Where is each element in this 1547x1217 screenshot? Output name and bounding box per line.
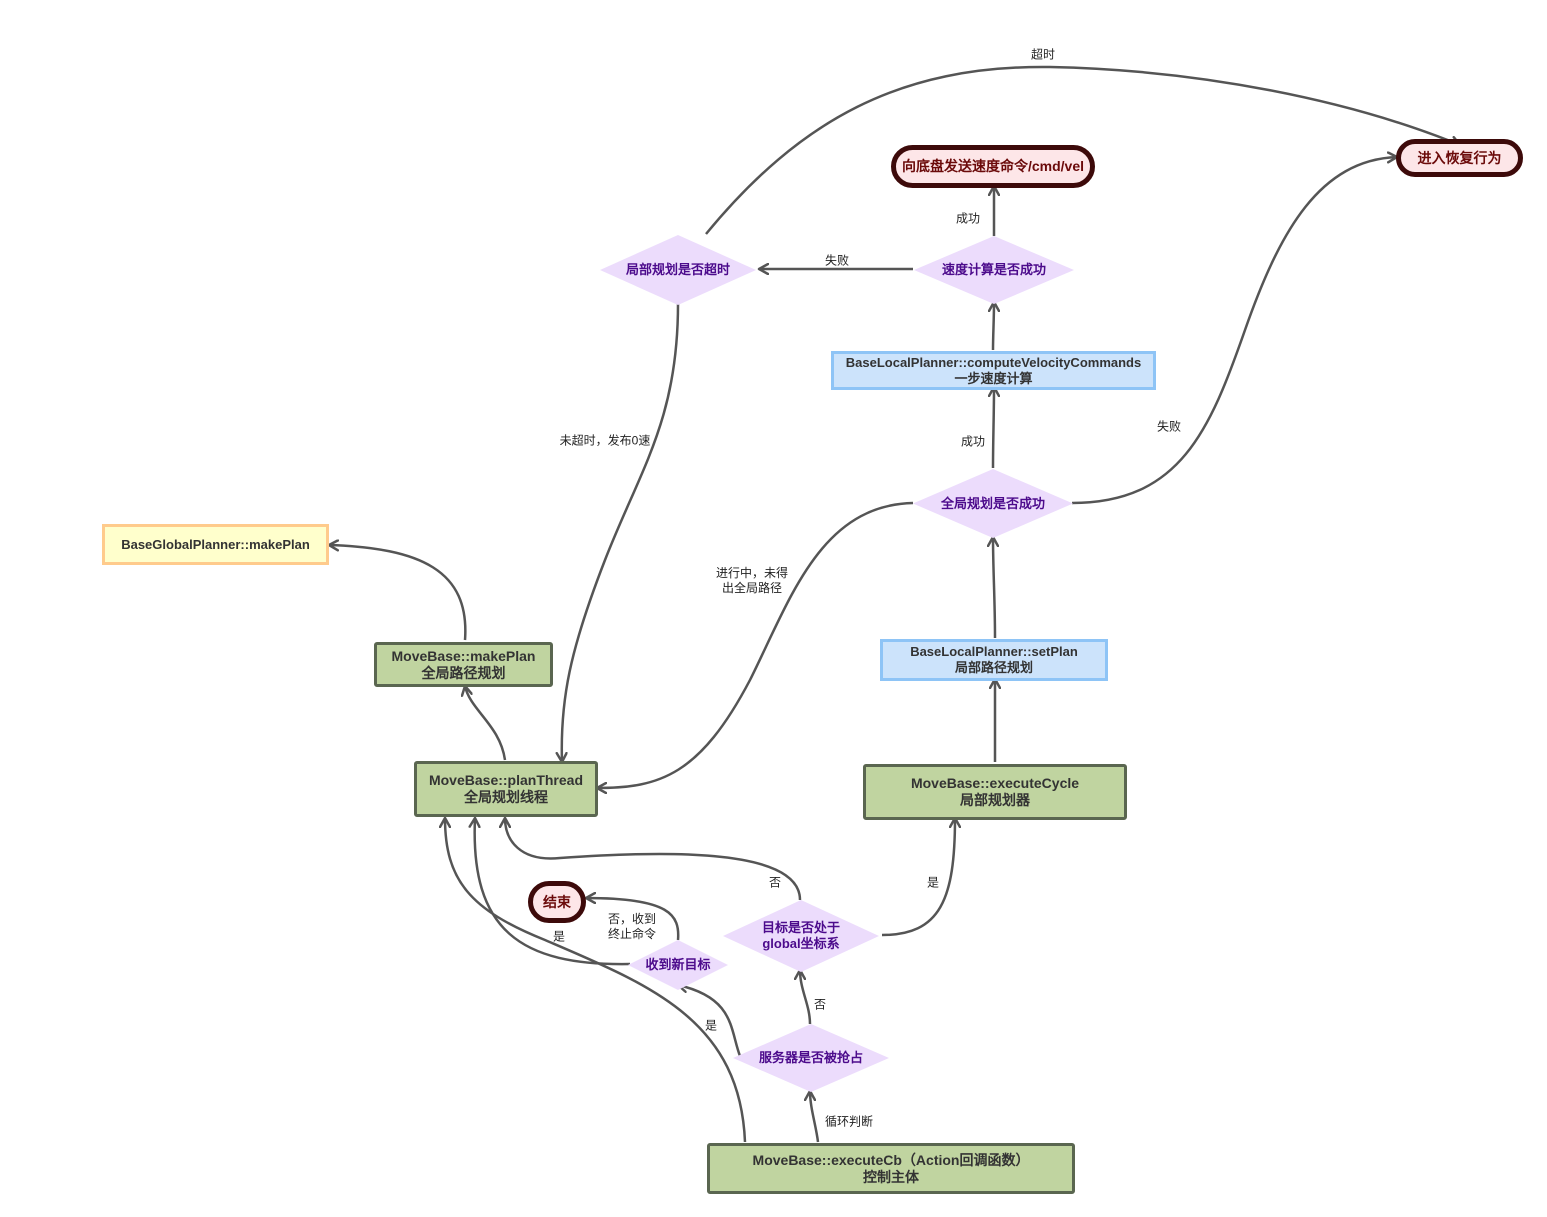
diamond-shape xyxy=(600,235,756,305)
edge-preempted-to-frame-check xyxy=(800,970,812,1025)
edge-label-new-goal-yes: 是 xyxy=(552,929,566,944)
edge-executecb-to-preempted xyxy=(810,1091,820,1143)
edge-new-goal-to-planthread xyxy=(475,818,631,966)
decision-server-preempted-label: 服务器是否被抢占 xyxy=(758,1050,863,1065)
edge-frame-check-to-planthread xyxy=(505,818,802,901)
set-plan-title: BaseLocalPlanner::setPlan xyxy=(910,644,1078,659)
execute-cb-node[interactable]: MoveBase::executeCb（Action回调函数） 控制主体 xyxy=(707,1143,1075,1194)
set-plan-subtitle: 局部路径规划 xyxy=(954,660,1033,675)
global-planner-node[interactable]: BaseGlobalPlanner::makePlan xyxy=(102,524,329,565)
end-node[interactable]: 结束 xyxy=(528,881,586,923)
global-planner-title: BaseGlobalPlanner::makePlan xyxy=(121,537,310,552)
diamond-shape xyxy=(733,1024,889,1092)
edge-setplan-to-global-success xyxy=(993,537,995,639)
decision-global-plan-success[interactable]: 全局规划是否成功 xyxy=(913,469,1073,538)
compute-velocity-node[interactable]: BaseLocalPlanner::computeVelocityCommand… xyxy=(831,351,1156,390)
edge-executecb-to-planthread xyxy=(445,818,747,1143)
edge-label-global-success: 成功 xyxy=(960,434,986,449)
recovery-label: 进入恢复行为 xyxy=(1417,149,1502,166)
edge-label-velocity-success: 成功 xyxy=(955,211,981,226)
set-plan-node[interactable]: BaseLocalPlanner::setPlan 局部路径规划 xyxy=(880,639,1108,681)
edge-new-goal-to-end xyxy=(586,898,680,941)
compute-velocity-title: BaseLocalPlanner::computeVelocityCommand… xyxy=(845,354,1142,370)
plan-thread-title: MoveBase::planThread xyxy=(428,772,584,788)
send-cmd-vel-label: 向底盘发送速度命令/cmd/vel xyxy=(901,158,1085,174)
edge-global-success-inprogress-to-planthread xyxy=(597,501,914,788)
decision-local-plan-timeout[interactable]: 局部规划是否超时 xyxy=(600,235,756,305)
edge-label-timeout: 超时 xyxy=(1030,47,1056,62)
edge-label-global-fail: 失败 xyxy=(1156,419,1182,434)
edge-label-new-goal-stop-line1: 否，收到 xyxy=(607,912,657,926)
make-plan-node[interactable]: MoveBase::makePlan 全局路径规划 xyxy=(374,642,553,687)
execute-cycle-subtitle: 局部规划器 xyxy=(960,792,1030,808)
decision-goal-global-frame[interactable]: 目标是否处于 global坐标系 xyxy=(723,900,879,972)
execute-cycle-title: MoveBase::executeCycle xyxy=(910,775,1080,791)
edge-label-frame-yes: 是 xyxy=(926,875,940,890)
edge-label-plan-in-progress: 进行中，未得 出全局路径 xyxy=(716,566,788,596)
edge-label-preempted-no: 否 xyxy=(813,997,827,1012)
edge-label-new-goal-stop: 否，收到 终止命令 xyxy=(608,912,656,942)
send-cmd-vel-node[interactable]: 向底盘发送速度命令/cmd/vel xyxy=(891,145,1095,188)
make-plan-subtitle: 全局路径规划 xyxy=(421,664,506,681)
edge-label-frame-no: 否 xyxy=(768,875,782,890)
edge-global-success-fail-to-recovery xyxy=(1071,157,1397,505)
decision-global-plan-success-label: 全局规划是否成功 xyxy=(940,495,1045,511)
edge-timeout-check-to-recovery xyxy=(705,65,1460,235)
make-plan-title: MoveBase::makePlan xyxy=(391,647,536,664)
diamond-shape xyxy=(914,236,1074,304)
execute-cb-subtitle: 控制主体 xyxy=(863,1168,919,1185)
decision-velocity-success-label: 速度计算是否成功 xyxy=(941,262,1046,277)
decision-goal-global-frame-line1: 目标是否处于 xyxy=(761,920,840,935)
edge-global-success-to-compute xyxy=(993,387,994,469)
decision-server-preempted[interactable]: 服务器是否被抢占 xyxy=(733,1024,889,1092)
edge-compute-to-velocity-check xyxy=(993,302,994,351)
edge-label-new-goal-stop-line2: 终止命令 xyxy=(607,927,657,941)
diamond-shape xyxy=(723,900,879,972)
recovery-node[interactable]: 进入恢复行为 xyxy=(1396,139,1523,177)
edge-label-preempted-yes: 是 xyxy=(704,1018,718,1033)
decision-goal-global-frame-line2: global坐标系 xyxy=(762,936,840,951)
edge-label-loop-check: 循环判断 xyxy=(824,1114,874,1129)
decision-new-goal[interactable]: 收到新目标 xyxy=(628,940,728,990)
decision-velocity-success[interactable]: 速度计算是否成功 xyxy=(914,236,1074,304)
plan-thread-node[interactable]: MoveBase::planThread 全局规划线程 xyxy=(414,761,598,817)
edge-makeplan-to-globalplanner xyxy=(329,545,467,641)
edge-frame-check-to-executecycle xyxy=(881,818,955,937)
diamond-shape xyxy=(628,940,728,990)
edge-timeout-check-to-planthread xyxy=(562,303,680,762)
execute-cycle-node[interactable]: MoveBase::executeCycle 局部规划器 xyxy=(863,764,1127,820)
execute-cb-title: MoveBase::executeCb（Action回调函数） xyxy=(752,1151,1030,1168)
plan-thread-subtitle: 全局规划线程 xyxy=(464,789,548,805)
diamond-shape xyxy=(913,469,1073,538)
edge-planthread-to-makeplan xyxy=(465,686,507,761)
decision-local-plan-timeout-label: 局部规划是否超时 xyxy=(625,262,730,277)
edge-label-not-timeout: 未超时，发布0速 xyxy=(559,433,651,448)
edge-label-velocity-fail: 失败 xyxy=(824,253,850,268)
edge-label-plan-in-progress-line1: 进行中，未得 xyxy=(715,566,789,580)
edge-preempted-to-new-goal xyxy=(678,985,742,1057)
edge-label-plan-in-progress-line2: 出全局路径 xyxy=(721,581,783,595)
decision-new-goal-label: 收到新目标 xyxy=(645,957,711,972)
compute-velocity-subtitle: 一步速度计算 xyxy=(954,370,1033,386)
end-label: 结束 xyxy=(543,893,571,910)
